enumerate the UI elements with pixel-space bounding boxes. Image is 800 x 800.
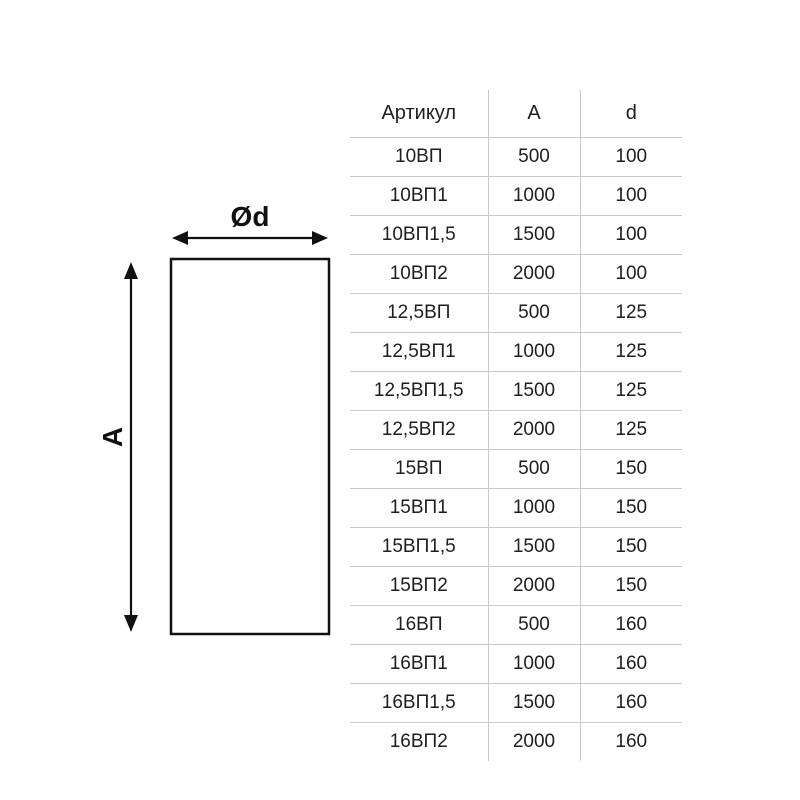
spec-table-head: Артикул A d bbox=[350, 90, 682, 138]
duct-body bbox=[169, 257, 331, 636]
table-cell: 100 bbox=[579, 215, 682, 255]
table-cell: 1500 bbox=[487, 371, 580, 411]
table-cell: 15ВП2 bbox=[350, 566, 488, 606]
table-cell: 10ВП2 bbox=[350, 254, 488, 294]
table-cell: 160 bbox=[579, 683, 682, 723]
diameter-dimension-arrow bbox=[172, 231, 328, 245]
table-cell: 1500 bbox=[487, 683, 580, 723]
table-cell: 125 bbox=[579, 332, 682, 372]
table-cell: 15ВП1,5 bbox=[350, 527, 488, 567]
table-cell: 125 bbox=[579, 371, 682, 411]
table-header-row: Артикул A d bbox=[350, 90, 682, 138]
column-header-d: d bbox=[579, 90, 682, 138]
technical-drawing: Ød A bbox=[90, 185, 350, 655]
length-label: A bbox=[97, 427, 128, 447]
table-cell: 150 bbox=[579, 566, 682, 606]
table-cell: 2000 bbox=[487, 566, 580, 606]
table-cell: 500 bbox=[487, 293, 580, 333]
table-cell: 125 bbox=[579, 410, 682, 450]
table-cell: 10ВП1,5 bbox=[350, 215, 488, 255]
table-cell: 12,5ВП bbox=[350, 293, 488, 333]
table-cell: 16ВП2 bbox=[389, 731, 448, 752]
table-cell: 16ВП bbox=[350, 605, 488, 645]
table-cell: 10ВП bbox=[350, 137, 488, 177]
table-cell: 12,5ВП1 bbox=[350, 332, 488, 372]
column-header-a: A bbox=[487, 90, 580, 138]
table-cell: 1000 bbox=[487, 332, 580, 372]
table-cell: 16ВП1 bbox=[350, 644, 488, 684]
table-cell: 15ВП1 bbox=[350, 488, 488, 528]
table-cell: 2000 bbox=[487, 254, 580, 294]
table-cell: 500 bbox=[487, 449, 580, 489]
duct-dimension-drawing: Ød A bbox=[97, 201, 331, 636]
length-dimension-arrow bbox=[124, 262, 138, 632]
table-cell: 100 bbox=[579, 137, 682, 177]
table-cell: 10ВП1 bbox=[350, 176, 488, 216]
table-cell: 100 bbox=[579, 254, 682, 294]
table-cell: 12,5ВП1,5 bbox=[350, 371, 488, 411]
table-cell: 1500 bbox=[487, 527, 580, 567]
table-cell: 150 bbox=[579, 527, 682, 567]
table-cell: 500 bbox=[487, 137, 580, 177]
table-cell: 150 bbox=[579, 488, 682, 528]
table-cell: 100 bbox=[579, 176, 682, 216]
table-cell: 1000 bbox=[487, 488, 580, 528]
table-cell: 2000 bbox=[487, 722, 580, 761]
table-cell: 1000 bbox=[487, 644, 580, 684]
table-cell: 12,5ВП2 bbox=[350, 410, 488, 450]
table-cell: 15ВП bbox=[350, 449, 488, 489]
table-cell: 150 bbox=[579, 449, 682, 489]
diameter-label: Ød bbox=[231, 201, 270, 232]
table-cell: 1500 bbox=[487, 215, 580, 255]
table-cell: 1000 bbox=[487, 176, 580, 216]
column-header-article: Артикул bbox=[350, 90, 488, 138]
table-cell: 160 bbox=[579, 605, 682, 645]
table-cell: 160 bbox=[579, 644, 682, 684]
table-cell: 160 bbox=[579, 722, 682, 761]
table-cell: 125 bbox=[579, 293, 682, 333]
table-cell: 500 bbox=[487, 605, 580, 645]
table-cell: 16ВП1,5 bbox=[350, 683, 488, 723]
table-cell: 2000 bbox=[487, 410, 580, 450]
